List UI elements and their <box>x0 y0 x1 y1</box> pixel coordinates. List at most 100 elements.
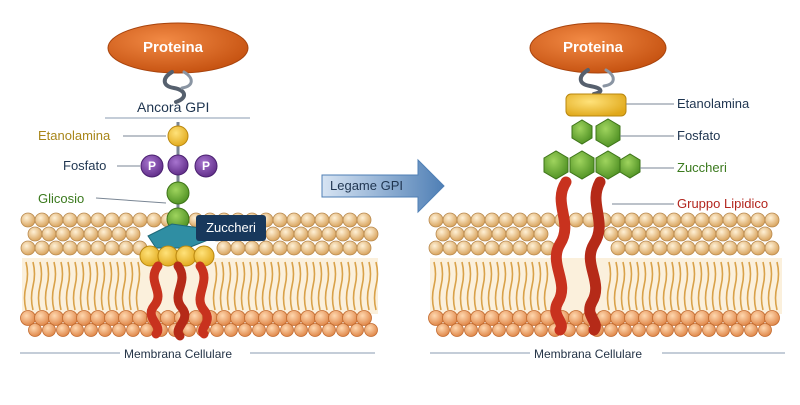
left-membrane-head-bottom-2 <box>238 323 252 337</box>
left-phosphate-core <box>167 154 189 176</box>
right-membrane-tail-line <box>753 261 759 311</box>
left-membrane-head-bottom <box>244 310 260 326</box>
right-membrane-head-top <box>715 226 731 242</box>
right-membrane-tail-line <box>669 261 675 311</box>
left-membrane-head-bottom <box>118 310 134 326</box>
right-membrane-tail-line <box>760 261 766 311</box>
right-membrane-head-top <box>498 212 514 228</box>
left-membrane-head-bottom-2 <box>126 323 140 337</box>
left-linker-coil <box>162 70 186 104</box>
left-membrane-tail-line <box>373 261 379 311</box>
left-membrane-head-top <box>286 212 302 228</box>
right-membrane-head-bottom <box>638 310 654 326</box>
right-membrane-head-top <box>470 212 486 228</box>
left-membrane-head-bottom <box>48 310 64 326</box>
left-glucose-label: Glicosio <box>38 191 85 206</box>
transition-arrow <box>321 158 445 214</box>
right-membrane-head-bottom-2 <box>758 323 772 337</box>
left-membrane-head-top <box>314 212 330 228</box>
left-membrane-head-bottom-2 <box>210 323 224 337</box>
left-membrane-head-top <box>363 226 379 242</box>
left-membrane-tail-line <box>338 261 344 311</box>
left-membrane-tail-line <box>58 261 64 311</box>
left-membrane-head-top <box>90 240 106 256</box>
right-membrane-tail-line <box>431 261 437 311</box>
right-membrane-tail-line <box>704 261 710 311</box>
left-membrane-tail-line <box>212 261 218 311</box>
right-membrane-head-top <box>666 212 682 228</box>
left-membrane-tail-line <box>23 261 29 311</box>
left-sugars-box: Zuccheri <box>196 215 266 241</box>
right-membrane-tail-line <box>473 261 479 311</box>
right-membrane-tail-line <box>466 261 472 311</box>
right-membrane-tail-line <box>536 261 542 311</box>
right-membrane-head-bottom-2 <box>464 323 478 337</box>
left-p-marker-1: P <box>148 159 157 173</box>
left-membrane-head-top <box>300 240 316 256</box>
left-membrane-head-top <box>118 212 134 228</box>
arrow-label: Legame GPI <box>330 178 403 193</box>
right-membrane-tail-line <box>487 261 493 311</box>
right-membrane-head-bottom <box>526 310 542 326</box>
left-membrane-head-top <box>300 212 316 228</box>
left-membrane-head-top <box>335 226 351 242</box>
right-membrane-head-top <box>512 240 528 256</box>
right-membrane-head-bottom-2 <box>730 323 744 337</box>
right-membrane-tail-line <box>480 261 486 311</box>
left-membrane-head-top <box>321 226 337 242</box>
right-membrane-tail-line <box>697 261 703 311</box>
right-membrane-head-bottom-2 <box>632 323 646 337</box>
left-membrane-head-bottom <box>62 310 78 326</box>
left-ethanolamine-bead <box>167 125 189 147</box>
right-membrane-head-bottom-2 <box>520 323 534 337</box>
right-membrane-head-bottom-2 <box>646 323 660 337</box>
left-membrane-head-bottom <box>160 310 176 326</box>
right-membrane-head-top <box>449 226 465 242</box>
right-membrane-head-top <box>645 226 661 242</box>
right-phosphate-hex-2 <box>595 118 621 148</box>
right-membrane-tail-line <box>606 261 612 311</box>
left-membrane-head-bottom-2 <box>252 323 266 337</box>
left-membrane-head-top <box>55 226 71 242</box>
left-glucose-pointer <box>95 197 167 204</box>
right-membrane-head-top <box>491 226 507 242</box>
left-membrane-head-top <box>20 212 36 228</box>
left-membrane-head-top <box>111 226 127 242</box>
left-glucose-bead <box>166 181 190 205</box>
left-membrane-head-top <box>132 212 148 228</box>
left-membrane-head-bottom-2 <box>28 323 42 337</box>
right-membrane-head-bottom-2 <box>660 323 674 337</box>
right-membrane-head-bottom-2 <box>492 323 506 337</box>
right-membrane-head-top <box>659 226 675 242</box>
left-membrane-head-top <box>83 226 99 242</box>
right-membrane-head-top <box>631 226 647 242</box>
left-membrane-head-top <box>265 226 281 242</box>
right-membrane-head-top <box>701 226 717 242</box>
left-membrane-head-bottom-2 <box>308 323 322 337</box>
right-membrane-head-top <box>505 226 521 242</box>
right-membrane-head-bottom-2 <box>534 323 548 337</box>
left-membrane-head-top <box>328 212 344 228</box>
right-membrane-head-top <box>750 212 766 228</box>
right-membrane-head-top <box>764 212 780 228</box>
right-membrane-tail-line <box>501 261 507 311</box>
right-membrane-head-top <box>533 226 549 242</box>
right-membrane-head-top <box>526 212 542 228</box>
left-membrane-head-top <box>27 226 43 242</box>
left-membrane-head-bottom <box>230 310 246 326</box>
left-phosphate-p2 <box>194 154 218 178</box>
right-membrane-tail-line <box>732 261 738 311</box>
left-membrane-tail-line <box>233 261 239 311</box>
right-membrane-head-bottom <box>442 310 458 326</box>
right-membrane-label: Membrana Cellulare <box>534 347 643 361</box>
right-membrane-head-top <box>638 212 654 228</box>
right-ethanolamine-bar <box>565 93 627 117</box>
right-membrane-head-top <box>617 226 633 242</box>
left-p-marker-2: P <box>202 159 211 173</box>
left-membrane-head-top <box>146 212 162 228</box>
left-membrane-head-bottom <box>356 310 372 326</box>
left-membrane-tail-line <box>219 261 225 311</box>
right-membrane-tail-line <box>641 261 647 311</box>
left-membrane-head-top <box>118 240 134 256</box>
left-membrane-tail-line <box>324 261 330 311</box>
